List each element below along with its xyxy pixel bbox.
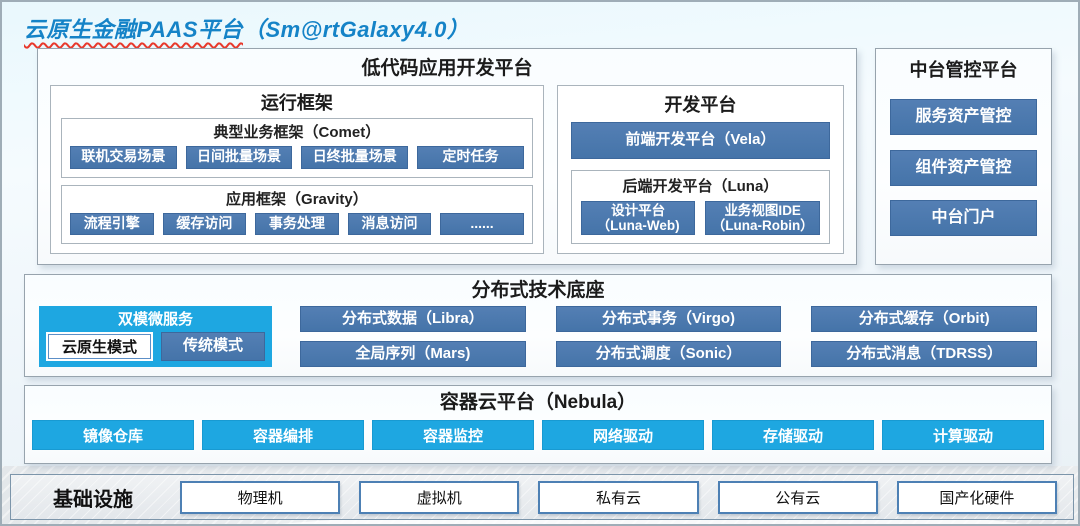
- dev-platform-box: 开发平台 前端开发平台（Vela） 后端开发平台（Luna） 设计平台 （Lun…: [556, 85, 844, 254]
- diagram-block: 存储驱动: [712, 420, 874, 450]
- infra-item: 私有云: [538, 480, 699, 514]
- diagram-block: 组件资产管控: [890, 149, 1037, 186]
- infra-item: 虚拟机: [359, 480, 520, 514]
- low-code-body: 运行框架 典型业务框架（Comet） 联机交易场景 日间批量场景 日终批量场景 …: [50, 85, 844, 254]
- luna-robin-line2: （Luna-Robin）: [711, 218, 814, 233]
- cloud-native-mode-block: 云原生模式: [46, 332, 154, 361]
- low-code-platform-section: 低代码应用开发平台 运行框架 典型业务框架（Comet） 联机交易场景 日间批量…: [37, 48, 857, 265]
- diagram-block: ......: [440, 212, 524, 235]
- container-cloud-chip-row: 镜像仓库 容器编排 容器监控 网络驱动 存储驱动 计算驱动: [32, 420, 1044, 450]
- page-title: 云原生金融PAAS平台（Sm@rtGalaxy4.0）: [24, 12, 469, 44]
- runtime-framework-title: 运行框架: [260, 93, 333, 113]
- gravity-framework-box: 应用框架（Gravity） 流程引擎 缓存访问 事务处理 消息访问 ......: [61, 184, 533, 244]
- diagram-block: 消息访问: [347, 212, 432, 235]
- vela-block: 前端开发平台（Vela）: [570, 122, 830, 159]
- diagram-block: 全局序列（Mars): [300, 341, 526, 367]
- distributed-chip-grid: 分布式数据（Libra） 分布式事务（Virgo) 分布式缓存（Orbit) 全…: [300, 306, 1037, 367]
- diagram-block: 缓存访问: [162, 212, 247, 235]
- diagram-block: 联机交易场景: [70, 146, 177, 169]
- comet-chip-row: 联机交易场景 日间批量场景 日终批量场景 定时任务: [70, 146, 524, 169]
- page-title-main: 云原生金融PAAS平台: [24, 17, 243, 42]
- dual-mode-microservice-panel: 双模微服务 云原生模式 传统模式: [39, 306, 272, 367]
- diagram-block: 分布式事务（Virgo): [555, 306, 782, 332]
- distributed-tech-base-section: 分布式技术底座 双模微服务 云原生模式 传统模式 分布式数据（Libra） 分布…: [24, 274, 1052, 377]
- container-cloud-title: 容器云平台（Nebula）: [439, 392, 637, 413]
- dev-platform-title: 开发平台: [664, 95, 737, 115]
- mid-platform-chip-column: 服务资产管控 组件资产管控 中台门户: [890, 85, 1037, 250]
- comet-framework-title: 典型业务框架（Comet）: [213, 124, 381, 141]
- gravity-chip-row: 流程引擎 缓存访问 事务处理 消息访问 ......: [70, 212, 524, 235]
- diagram-block: 计算驱动: [882, 420, 1044, 450]
- luna-robin-block: 业务视图IDE （Luna-Robin）: [705, 201, 820, 235]
- diagram-block: 日间批量场景: [185, 146, 293, 169]
- luna-chip-row: 设计平台 （Luna-Web) 业务视图IDE （Luna-Robin）: [580, 201, 820, 235]
- luna-web-line1: 设计平台: [611, 202, 666, 218]
- diagram-block: 容器监控: [372, 420, 534, 450]
- diagram-block: 中台门户: [890, 199, 1037, 236]
- infrastructure-bar: 基础设施 物理机 虚拟机 私有云 公有云 国产化硬件: [10, 474, 1074, 520]
- luna-platform-title: 后端开发平台（Luna）: [622, 178, 779, 195]
- distributed-body: 双模微服务 云原生模式 传统模式 分布式数据（Libra） 分布式事务（Virg…: [39, 306, 1037, 367]
- infra-item: 物理机: [180, 480, 341, 514]
- diagram-block: 分布式数据（Libra）: [300, 306, 526, 332]
- mid-platform-control-section: 中台管控平台 服务资产管控 组件资产管控 中台门户: [875, 48, 1052, 265]
- diagram-block: 服务资产管控: [890, 99, 1037, 136]
- dual-mode-row: 云原生模式 传统模式: [46, 332, 265, 361]
- diagram-block: 分布式调度（Sonic）: [555, 341, 782, 367]
- comet-framework-box: 典型业务框架（Comet） 联机交易场景 日间批量场景 日终批量场景 定时任务: [61, 118, 533, 178]
- container-cloud-section: 容器云平台（Nebula） 镜像仓库 容器编排 容器监控 网络驱动 存储驱动 计…: [24, 385, 1052, 464]
- luna-robin-line1: 业务视图IDE: [724, 202, 801, 218]
- gravity-framework-title: 应用框架（Gravity）: [226, 190, 368, 208]
- diagram-block: 定时任务: [417, 146, 524, 169]
- low-code-section-title: 低代码应用开发平台: [361, 58, 533, 79]
- distributed-section-title: 分布式技术底座: [471, 280, 605, 301]
- mid-platform-title: 中台管控平台: [909, 60, 1018, 80]
- infra-item: 公有云: [717, 480, 878, 514]
- luna-web-block: 设计平台 （Luna-Web): [580, 201, 696, 235]
- infra-item: 国产化硬件: [896, 480, 1058, 514]
- diagram-block: 容器编排: [202, 420, 364, 450]
- diagram-block: 网络驱动: [542, 420, 704, 450]
- diagram-block: 镜像仓库: [32, 420, 194, 450]
- diagram-block: 分布式缓存（Orbit): [811, 306, 1037, 332]
- page-title-suffix: （Sm@rtGalaxy4.0）: [243, 17, 470, 42]
- diagram-block: 事务处理: [255, 212, 339, 235]
- traditional-mode-block: 传统模式: [161, 332, 265, 361]
- top-row: 低代码应用开发平台 运行框架 典型业务框架（Comet） 联机交易场景 日间批量…: [37, 48, 1052, 265]
- diagram-block: 流程引擎: [70, 212, 154, 235]
- luna-platform-box: 后端开发平台（Luna） 设计平台 （Luna-Web) 业务视图IDE （Lu…: [570, 170, 830, 244]
- infrastructure-label: 基础设施: [53, 488, 133, 511]
- luna-web-line2: （Luna-Web): [596, 218, 680, 233]
- diagram-block: 日终批量场景: [301, 146, 409, 169]
- dual-mode-title: 双模微服务: [117, 311, 193, 328]
- runtime-framework-box: 运行框架 典型业务框架（Comet） 联机交易场景 日间批量场景 日终批量场景 …: [50, 85, 544, 254]
- diagram-block: 分布式消息（TDRSS）: [811, 341, 1037, 367]
